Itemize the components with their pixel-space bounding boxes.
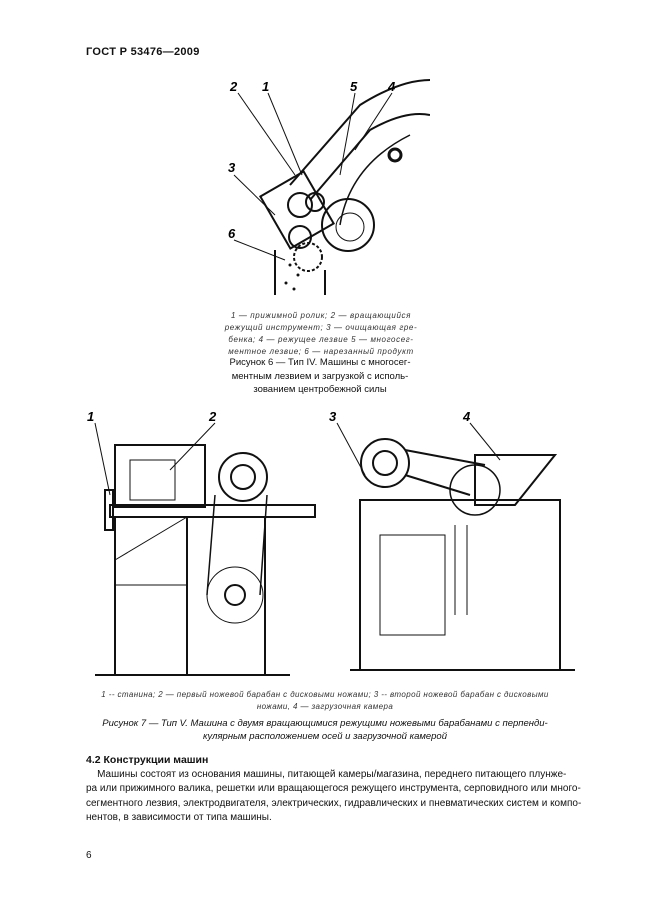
section-paragraph: Машины состоят из основания машины, пита…: [86, 769, 582, 824]
section-heading: 4.2 Конструкции машин: [86, 754, 209, 766]
figure-6-legend: 1 — прижимной ролик; 2 — вращающийся реж…: [224, 311, 418, 356]
figure-6-label: 1: [262, 79, 269, 94]
figure-7-label: 1: [87, 409, 94, 424]
figure-7-legend: 1 -- станина; 2 — первый ножевой барабан…: [101, 690, 549, 711]
figure-6-label: 5: [350, 79, 358, 94]
figure-6-label: 6: [228, 226, 236, 241]
page-number: 6: [86, 850, 92, 861]
document-header: ГОСТ Р 53476—2009: [86, 46, 200, 58]
figure-6-label: 4: [387, 79, 396, 94]
figure-6-label: 2: [229, 79, 238, 94]
figure-6-caption: Рисунок 6 — Тип IV. Машины с многосег- м…: [229, 357, 411, 395]
figure-7-drawing: 1 2 3 4: [87, 409, 575, 676]
figure-7-label: 4: [462, 409, 471, 424]
figure-6-drawing: 2 1 5 4 3 6: [228, 79, 430, 295]
figure-7-label: 2: [208, 409, 217, 424]
figure-7-label: 3: [329, 409, 337, 424]
figure-7-caption: Рисунок 7 — Тип V. Машина с двумя вращаю…: [102, 718, 548, 742]
figure-6-label: 3: [228, 160, 236, 175]
